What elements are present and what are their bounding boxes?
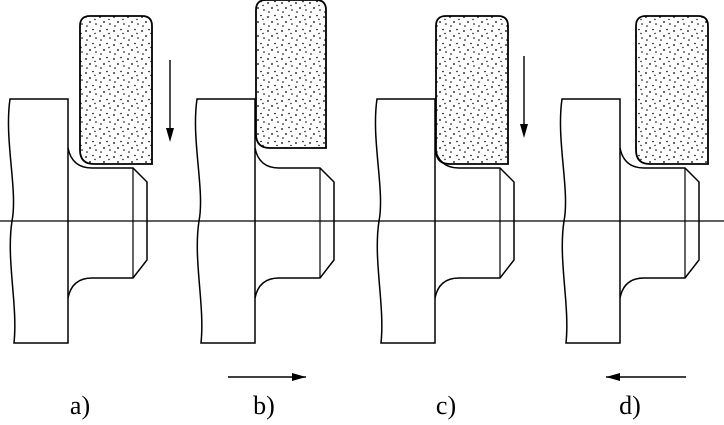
feed-arrow-head-icon	[166, 128, 174, 142]
workpiece-journal	[434, 147, 515, 299]
caption-b: b)	[253, 391, 275, 420]
caption-c: c)	[435, 391, 457, 420]
grinding-wheel	[635, 15, 709, 165]
workpiece-journal	[254, 147, 335, 299]
panel-b	[194, 0, 335, 381]
panel-d	[559, 15, 709, 381]
traverse-arrow-head-icon	[292, 373, 306, 381]
panels-layer	[7, 0, 709, 381]
caption-a: a)	[69, 391, 91, 420]
workpiece-journal	[67, 147, 148, 299]
grinding-wheel	[255, 0, 327, 149]
feed-arrow-head-icon	[520, 124, 528, 138]
grinding-wheel	[435, 15, 509, 165]
caption-d: d)	[619, 391, 641, 420]
workpiece-journal	[619, 147, 700, 299]
traverse-arrow-head-icon	[606, 373, 620, 381]
panel-c	[374, 15, 528, 344]
grinding-wheel	[79, 15, 153, 165]
panel-a	[7, 15, 174, 344]
